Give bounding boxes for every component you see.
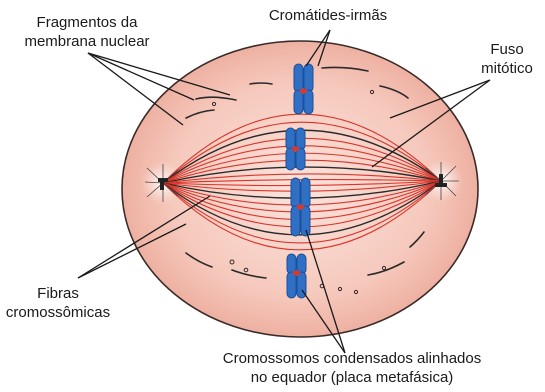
label-nuclear-fragments-line1: Fragmentos da xyxy=(37,14,139,31)
chromosome-3 xyxy=(291,178,310,236)
label-sister-chromatids: Cromátides-irmãs xyxy=(269,7,387,24)
chromosome-2 xyxy=(286,128,305,170)
label-fibers-line2: cromossômicas xyxy=(6,304,110,321)
label-fibers-line1: Fibras xyxy=(37,285,79,302)
label-chromosomes-line2: no equador (placa metafásica) xyxy=(251,369,454,386)
label-nuclear-fragments-line2: membrana nuclear xyxy=(24,33,149,50)
label-spindle-line1: Fuso xyxy=(490,41,523,58)
chromosome-1 xyxy=(294,64,313,114)
label-spindle-line2: mitótico xyxy=(481,60,533,77)
label-chromosomes-line1: Cromossomos condensados alinhados xyxy=(223,350,481,367)
